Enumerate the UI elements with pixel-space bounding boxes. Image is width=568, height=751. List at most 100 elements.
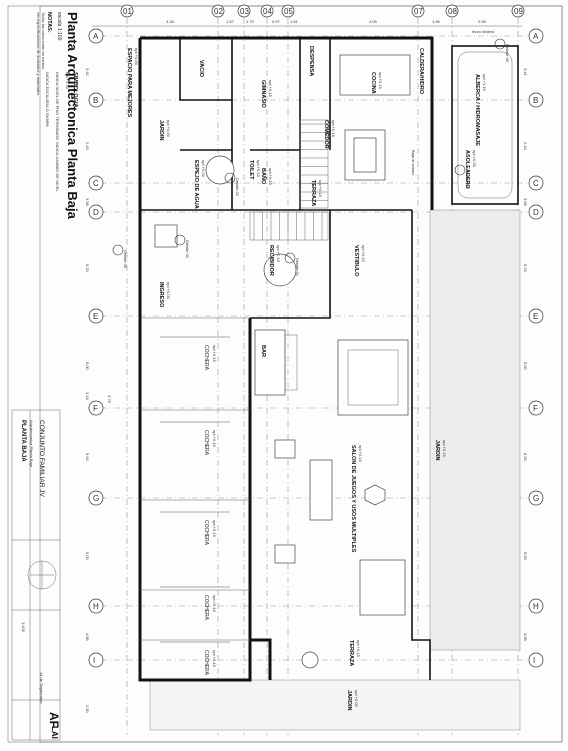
- wall-east: [411, 210, 431, 680]
- room-level-17: npt +0.00: [166, 282, 171, 300]
- side-dimension: 3.76: [107, 395, 112, 404]
- garage-level-1: npt +0.15: [212, 345, 217, 363]
- garage-dividers: [140, 317, 250, 641]
- grid-bubble-02: [211, 4, 225, 18]
- dim-right-6: 5.00: [523, 453, 528, 462]
- rear-garden: [149, 679, 521, 731]
- room-name-8: ASOLEADERO: [464, 150, 470, 190]
- grid-bubble-08: [445, 4, 459, 18]
- sample-level: npt +1.30: [65, 72, 70, 90]
- right-dimensions: 3.412.433.585.235.005.005.004.85: [523, 68, 528, 642]
- detail-label-1: Detalle 01: [295, 258, 300, 277]
- room-level-22: npt +0.00: [354, 690, 359, 708]
- garage-level-5: npt +0.15: [212, 650, 217, 668]
- dim-left-1: 3.41: [85, 68, 90, 77]
- grid-bubble-E-right: [528, 308, 544, 324]
- dim-left-9: 4.85: [85, 633, 90, 642]
- garage-name-1: COCHERA: [203, 345, 209, 371]
- room-level-13: npt +0.15: [256, 160, 261, 178]
- room-name-14: BAÑO: [260, 168, 267, 185]
- garage-name-2: COCHERA: [203, 430, 209, 456]
- grid-bubble-B-right: [528, 92, 544, 108]
- detail-bubble-5: [494, 38, 506, 50]
- detail-label-2: Detalle 02: [185, 240, 190, 259]
- grid-label-05: 05: [284, 7, 293, 16]
- room-name-19: SALON DE JUEGOS Y USOS MULTIPLES: [350, 445, 356, 553]
- dim-top-1: 4.28: [166, 19, 175, 24]
- dim-top-2: 1.57: [226, 19, 235, 24]
- sheet-scale: escala 1:100: [56, 12, 62, 41]
- date-value: 14 de Septiembre: [39, 672, 44, 704]
- room-level-12: npt +0.00: [201, 160, 206, 178]
- terrace-table: [301, 651, 319, 669]
- plan-sub: Arquitectonica Planta Baja: [29, 420, 34, 468]
- detail-bubble-3: [224, 172, 236, 184]
- dim-right-7: 5.00: [523, 552, 528, 561]
- room-level-3: npt +0.15: [268, 80, 273, 98]
- grid-label-I-left: I: [93, 656, 95, 665]
- garage-name-4: COCHERA: [203, 595, 209, 621]
- dim-top-7: 1.95: [432, 19, 441, 24]
- room-name-21: TERRAZA: [348, 640, 354, 666]
- pool-basin: [457, 51, 513, 199]
- grid-bubble-01: [120, 4, 134, 18]
- grid-bubble-D-left: [88, 204, 104, 220]
- room-name-3: GIMNASIO: [260, 80, 266, 109]
- note-line-2: Ver especificaciones de acabados y mater…: [36, 12, 41, 95]
- title-block: PLANTA BAJA Arquitectonica Planta Baja C…: [11, 409, 61, 741]
- grid-bubble-05: [281, 4, 295, 18]
- detail-bubble-1: [284, 252, 296, 264]
- project-name: CONJUNTO FAMILIAR JV: [38, 420, 45, 497]
- top-note: muro lindero: [472, 29, 495, 34]
- room-name-20: JARDIN: [434, 440, 440, 461]
- room-level-9: npt +0.15: [331, 120, 336, 138]
- planter: [154, 224, 178, 248]
- sheet-code: AF: [47, 712, 61, 728]
- dim-left-5: 5.00: [85, 362, 90, 371]
- room-level-15: npt +0.15: [361, 245, 366, 263]
- dim-right-3: 3.58: [523, 198, 528, 207]
- armchair-1: [274, 439, 296, 459]
- room-name-1: ESPACIO PARA MEJORES: [126, 48, 132, 118]
- symbology-item-2: INDICA CAMBIO DE NIVEL: [55, 142, 60, 192]
- dim-right-1: 3.41: [523, 68, 528, 77]
- room-level-7: npt +1.10: [482, 74, 487, 92]
- plan-name: PLANTA BAJA: [20, 420, 26, 462]
- room-name-13: TOILET: [248, 160, 254, 180]
- grid-bubble-H-right: [528, 598, 544, 614]
- dim-left-3: 3.58: [85, 198, 90, 207]
- dim-top-6: 4.05: [369, 19, 378, 24]
- grid-bubble-A-left: [88, 28, 104, 44]
- grid-bubble-F-right: [528, 400, 544, 416]
- grid-label-H-left: H: [93, 602, 99, 611]
- room-name-18: BAR: [260, 345, 266, 357]
- grid-label-C-right: C: [533, 179, 539, 188]
- garden-strip: [429, 209, 521, 651]
- dim-top-8: 2.95: [478, 19, 487, 24]
- grid-bubble-09: [511, 4, 525, 18]
- dim-right-4: 5.23: [523, 264, 528, 273]
- grid-label-07: 07: [414, 7, 423, 16]
- grid-label-01: 01: [123, 7, 132, 16]
- stair: [249, 119, 329, 241]
- symbology-title: SIMBOLOGIA: [72, 72, 78, 107]
- room-level-8: npt +0.30: [472, 150, 477, 168]
- room-level-5: npt +0.15: [378, 72, 383, 90]
- garage-level-2: npt +0.15: [212, 430, 217, 448]
- symbology-item-3: INDICA ESCALERA O RAMPA: [45, 72, 50, 127]
- room-level-21: npt +0.15: [356, 640, 361, 658]
- room-name-4: DESPENSA: [308, 46, 314, 76]
- detail-label-4: Detalle 04: [465, 170, 470, 189]
- room-name-12: ESPEJO DE AGUA: [193, 160, 199, 209]
- grid-label-A-right: A: [533, 32, 539, 41]
- grid-label-E-left: E: [93, 312, 98, 321]
- grid-bubble-G-left: [88, 490, 104, 506]
- dim-right-8: 4.85: [523, 633, 528, 642]
- grid-bubble-04: [260, 4, 274, 18]
- grid-label-F-right: F: [533, 404, 538, 413]
- wall-north: [140, 36, 434, 210]
- detail-bubble-2: [174, 234, 186, 246]
